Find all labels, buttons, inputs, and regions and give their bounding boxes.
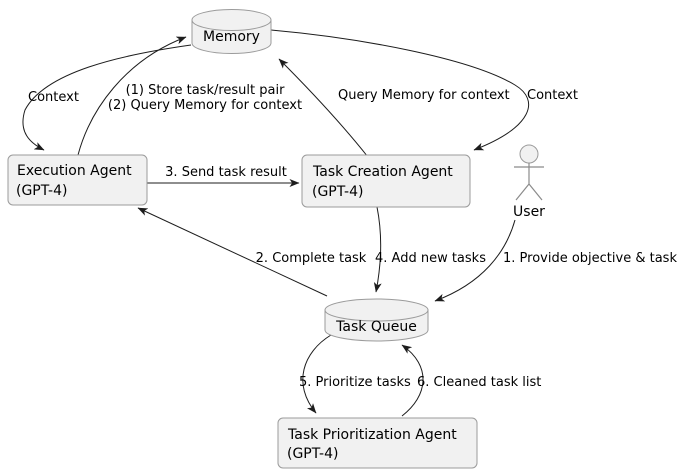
edge-label-send-task-result: 3. Send task result (165, 165, 287, 180)
task-prioritization-agent-title: Task Prioritization Agent (287, 427, 457, 443)
edge-label-provide-objective: 1. Provide objective & task (503, 251, 677, 266)
node-execution-agent: Execution Agent (GPT-4) (7, 154, 148, 206)
edge-label-complete-task: 2. Complete task (256, 251, 367, 266)
edge-line (373, 206, 382, 293)
edge-label-context-left: Context (28, 90, 79, 105)
user-label: User (513, 204, 545, 220)
user-actor-head-icon (519, 144, 539, 164)
node-task-creation-agent: Task Creation Agent (GPT-4) (301, 154, 471, 208)
memory-cylinder-top (191, 9, 272, 31)
execution-agent-subtitle: (GPT-4) (16, 183, 67, 199)
edge-label-store-query-line2: (2) Query Memory for context (108, 98, 302, 113)
edge-memory-to-execution-agent: Context (22, 44, 192, 151)
edge-user-to-task-queue: 1. Provide objective & task (434, 219, 677, 302)
edge-label-context-right: Context (527, 88, 578, 103)
execution-agent-title: Execution Agent (17, 163, 132, 179)
edge-line (137, 207, 328, 297)
edge-label-store-query-line1: (1) Store task/result pair (126, 83, 286, 98)
edge-execution-to-task-creation: 3. Send task result (147, 165, 300, 187)
task-creation-agent-subtitle: (GPT-4) (312, 184, 363, 200)
edge-label-query-memory: Query Memory for context (338, 88, 510, 103)
task-prioritization-agent-box (277, 417, 478, 469)
task-queue-label: Task Queue (335, 319, 417, 335)
task-creation-agent-box (301, 154, 471, 208)
edge-line (270, 29, 530, 151)
edge-line (22, 44, 192, 151)
task-prioritization-agent-subtitle: (GPT-4) (287, 446, 338, 462)
task-queue-cylinder-top (324, 298, 429, 322)
task-creation-agent-title: Task Creation Agent (312, 164, 453, 180)
edge-line (278, 58, 369, 158)
node-memory: Memory (191, 9, 272, 54)
edge-label-cleaned-task-list: 6. Cleaned task list (417, 375, 541, 390)
edge-line (302, 334, 332, 414)
edge-label-add-new-tasks: 4. Add new tasks (375, 251, 486, 266)
node-user: User (513, 144, 545, 220)
node-task-prioritization-agent: Task Prioritization Agent (GPT-4) (277, 417, 478, 469)
edge-line (77, 36, 187, 156)
edge-task-queue-to-execution-agent: 2. Complete task (137, 207, 367, 297)
edge-prioritization-to-task-queue: 6. Cleaned task list (401, 344, 541, 417)
user-actor-body-icon (514, 163, 544, 201)
edge-memory-to-task-creation-agent: Context (270, 29, 578, 151)
node-task-queue: Task Queue (324, 298, 429, 342)
memory-label: Memory (203, 29, 260, 45)
edge-line (401, 344, 424, 417)
edge-line (434, 219, 516, 302)
edge-execution-agent-to-memory: (1) Store task/result pair (2) Query Mem… (77, 36, 302, 156)
execution-agent-box (7, 154, 148, 206)
edge-task-creation-to-task-queue: 4. Add new tasks (373, 206, 486, 293)
edge-task-creation-agent-to-memory: Query Memory for context (278, 58, 510, 158)
edge-task-queue-to-prioritization: 5. Prioritize tasks (299, 334, 411, 414)
edge-label-prioritize-tasks: 5. Prioritize tasks (299, 375, 411, 390)
